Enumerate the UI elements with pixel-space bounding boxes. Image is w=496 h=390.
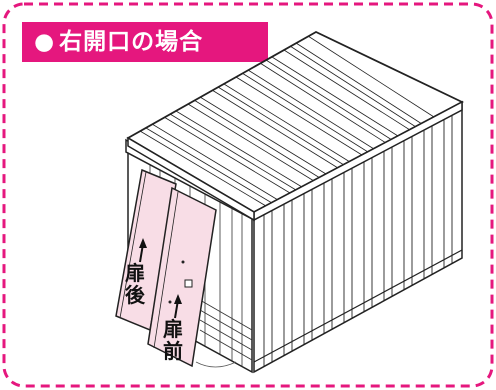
- rear-door-label: 扉後: [125, 261, 145, 307]
- arrow-up-icon: [174, 294, 182, 319]
- bullet-marker: ●: [34, 29, 56, 55]
- door-handle-icon: [184, 279, 193, 288]
- arrow-up-icon: [139, 238, 147, 263]
- badge-label: 右開口の場合: [59, 29, 204, 55]
- front-door-panel: [147, 186, 217, 368]
- front-door-label: 扉前: [163, 317, 183, 363]
- title-badge: ● 右開口の場合: [22, 22, 268, 62]
- shed-roof: [126, 30, 464, 222]
